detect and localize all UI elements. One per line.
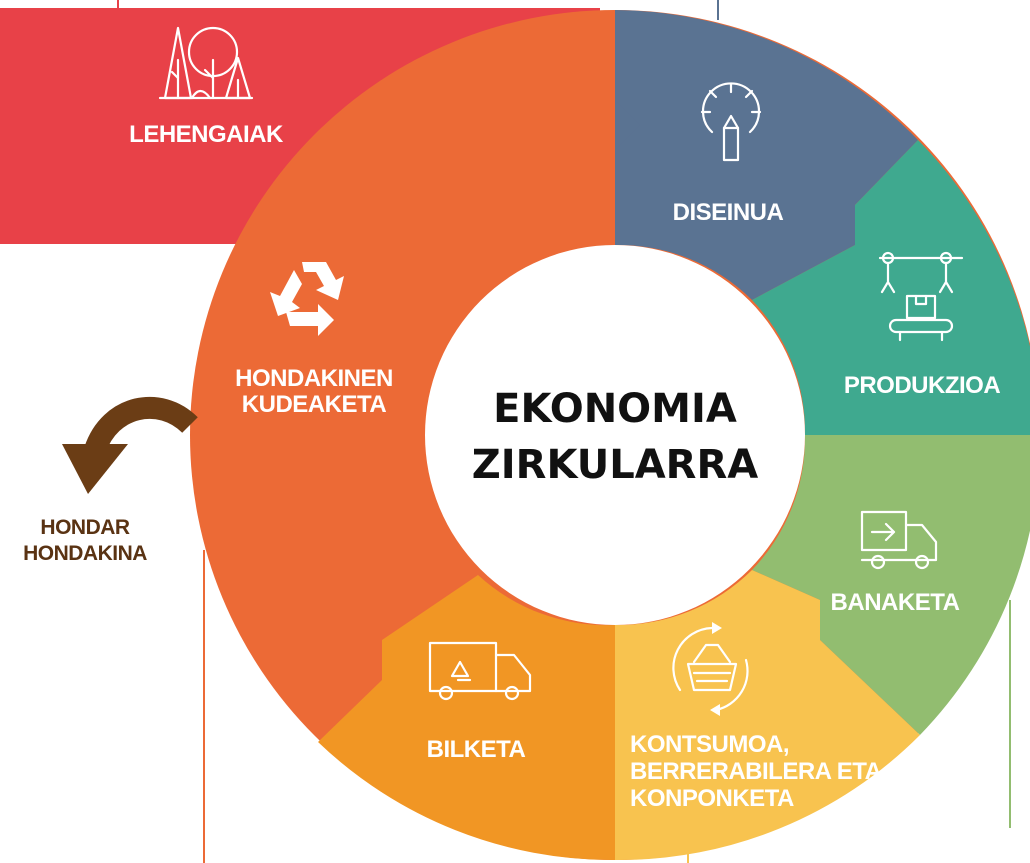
- design-label: DISEINUA: [673, 199, 784, 226]
- consumption-label-line2: BERRERABILERA ETA: [630, 758, 882, 785]
- distribution-label: BANAKETA: [831, 589, 960, 616]
- recycling-truck-icon: [428, 641, 532, 701]
- production-label: PRODUKZIOA: [844, 372, 1001, 399]
- gear-pencil-icon: [700, 82, 762, 162]
- collection-segment: [318, 575, 615, 861]
- residual-waste-label-line1: HONDAR: [40, 516, 129, 539]
- recycle-icon: [270, 262, 344, 336]
- trees-icon: [158, 26, 254, 100]
- shopping-basket-cycle-icon: [672, 622, 749, 716]
- raw-materials-label: LEHENGAIAK: [129, 121, 284, 148]
- waste-management-label-line1: HONDAKINEN: [235, 365, 393, 392]
- consumption-label-line1: KONTSUMOA,: [630, 731, 789, 758]
- robot-arm-conveyor-icon: [878, 251, 964, 342]
- design-notch: [615, 100, 640, 150]
- design-segment: [615, 10, 918, 300]
- distribution-segment: [752, 435, 1030, 735]
- consumption-label-line3: KONPONKETA: [630, 785, 794, 812]
- delivery-truck-icon: [860, 510, 938, 570]
- center-circle: [425, 245, 805, 625]
- center-title-line1: EKONOMIA: [493, 386, 737, 432]
- consumption-segment: [595, 570, 920, 861]
- curved-arrow-icon: [62, 396, 198, 494]
- waste-management-label-line2: KUDEAKETA: [242, 391, 387, 418]
- residual-waste-label-line2: HONDAKINA: [23, 542, 147, 565]
- center-title-line2: ZIRKULARRA: [472, 442, 759, 488]
- collection-label: BILKETA: [427, 736, 526, 763]
